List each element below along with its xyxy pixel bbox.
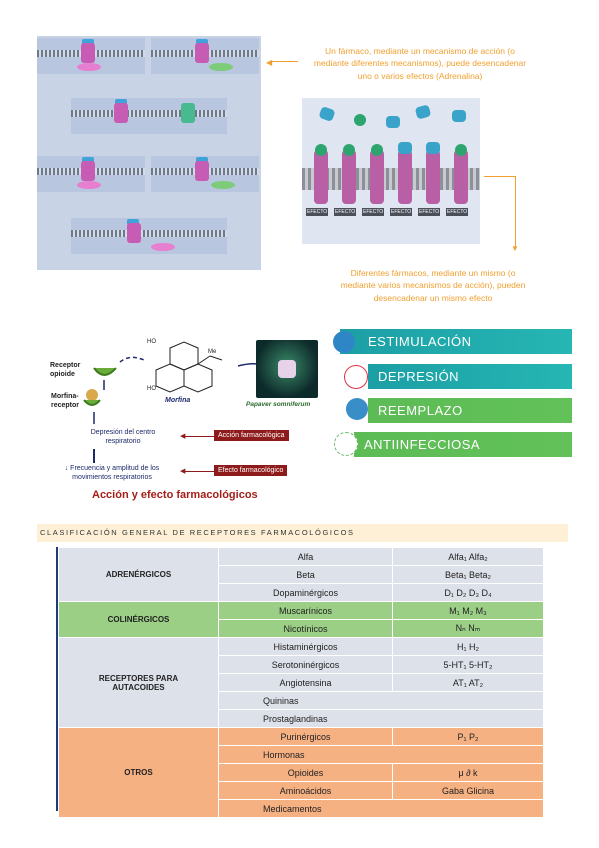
receptor-classification-table: ADRENÉRGICOS Alfa Alfa₁ Alfa₂ Beta Beta₁… (58, 547, 544, 818)
effect-label: EFECTO (306, 208, 329, 216)
receptor-cell: Prostaglandinas (218, 709, 544, 728)
arrow-left-icon: ◀ (180, 468, 186, 475)
group-name: RECEPTORES PARA AUTACOIDES (58, 637, 219, 728)
same-effect-description: Diferentes fármacos, mediante un mismo (… (340, 268, 526, 303)
receptor-cell: Quininas (218, 691, 544, 710)
diagram-panel (37, 38, 145, 74)
subtype-cell: 5-HT₁ 5-HT₂ (392, 655, 544, 674)
receptor-cell: Aminoácidos (218, 781, 393, 800)
subtype-cell: AT₁ AT₂ (392, 673, 544, 692)
effect-label: EFECTO (390, 208, 413, 216)
mechanism-description: Un fármaco, mediante un mecanismo de acc… (313, 46, 527, 81)
diagram-panel (151, 156, 259, 192)
morphine-label: Morfina (165, 397, 191, 404)
table-title: CLASIFICACIÓN GENERAL DE RECEPTORES FARM… (37, 524, 568, 542)
subtype-cell: Alfa₁ Alfa₂ (392, 547, 544, 566)
receptor-opioid-label: Receptor opioide (50, 362, 81, 378)
arrow-left-icon: ◀ (180, 433, 186, 440)
ho-label: HO (147, 386, 156, 392)
effect-label: Efecto farmacológico (214, 465, 288, 476)
connector-line (484, 176, 516, 177)
arrow-line (182, 436, 214, 437)
diagram-panel (37, 156, 145, 192)
group-name: OTROS (58, 727, 219, 818)
papaver-image (256, 340, 318, 398)
connector-line (515, 176, 516, 248)
depression-text: Depresión del centro respiratorio (90, 429, 156, 445)
receptor-effects-image: EFECTO EFECTO EFECTO EFECTO EFECTO EFECT… (302, 98, 480, 244)
plant-label: Papaver somniferum (246, 401, 311, 408)
replace-icon (346, 398, 368, 420)
figure-caption: Acción y efecto farmacológicos (92, 489, 258, 501)
subtype-cell: P₁ P₂ (392, 727, 544, 746)
arrow-left-icon: ◀ (266, 58, 273, 67)
subtype-cell: μ ∂ k (392, 763, 544, 782)
receptor-cell: Histaminérgicos (218, 637, 393, 656)
banner-antiinfecciosa: ANTIINFECCIOSA (354, 432, 572, 457)
banner-reemplazo: REEMPLAZO (368, 398, 572, 423)
arrow-line (270, 61, 298, 62)
complex-label: Morfina-receptor (51, 393, 80, 409)
down-arrow (93, 449, 95, 463)
group-name: ADRENÉRGICOS (58, 547, 219, 602)
receptor-cell: Nicotínicos (218, 619, 393, 638)
group-name: COLINÉRGICOS (58, 601, 219, 638)
subtype-cell: D₁ D₂ D₃ D₄ (392, 583, 544, 602)
banner-estimulacion: ESTIMULACIÓN (340, 329, 572, 354)
diagram-panel (151, 38, 259, 74)
frequency-text: ↓ Frecuencia y amplitud de los movimient… (64, 465, 160, 481)
arrow-down-icon: ▼ (511, 244, 519, 253)
morphine-diagram (83, 341, 275, 424)
ho-label: HO (147, 339, 156, 345)
subtype-cell: Beta₁ Beta₂ (392, 565, 544, 584)
subtype-cell: Gaba Glicina (392, 781, 544, 800)
subtype-cell: H₁ H₂ (392, 637, 544, 656)
diagram-panel (71, 98, 227, 134)
subtype-cell: Nₙ Nₘ (392, 619, 544, 638)
effect-label: EFECTO (334, 208, 357, 216)
receptor-cell: Angiotensina (218, 673, 393, 692)
receptor-cell: Alfa (218, 547, 393, 566)
receptor-cell: Opioides (218, 763, 393, 782)
effect-label: EFECTO (418, 208, 441, 216)
microbe-icon (334, 432, 358, 456)
receptor-cell: Dopaminérgicos (218, 583, 393, 602)
effect-label: EFECTO (362, 208, 385, 216)
growth-icon (333, 331, 355, 353)
arrow-line (182, 471, 214, 472)
diagram-panel (71, 218, 227, 254)
receptor-cell: Beta (218, 565, 393, 584)
table-left-border (56, 547, 58, 811)
receptor-cell: Hormonas (218, 745, 544, 764)
decline-icon (344, 365, 368, 389)
me-label: Me (208, 349, 217, 355)
subtype-cell: M₁ M₂ M₃ (392, 601, 544, 620)
receptor-cell: Muscarínicos (218, 601, 393, 620)
effect-label: EFECTO (446, 208, 469, 216)
banner-depresion: DEPRESIÓN (368, 364, 572, 389)
receptor-cell: Serotoninérgicos (218, 655, 393, 674)
receptor-cell: Medicamentos (218, 799, 544, 818)
mechanism-diagram-grid (37, 36, 261, 270)
receptor-cell: Purinérgicos (218, 727, 393, 746)
action-label: Acción farmacológica (214, 430, 289, 441)
